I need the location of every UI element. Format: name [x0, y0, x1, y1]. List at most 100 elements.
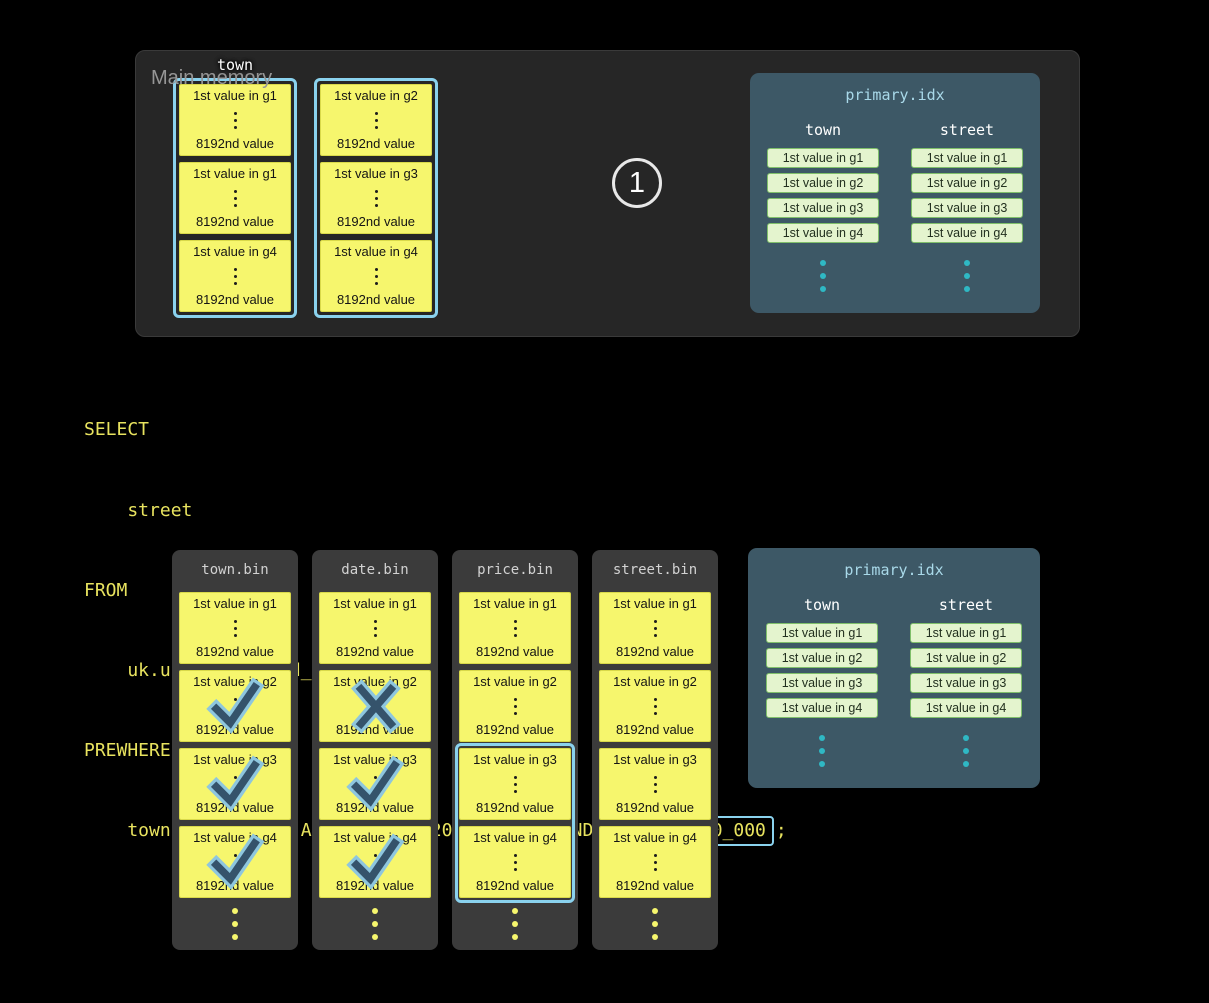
step-1-badge: 1 [612, 158, 662, 208]
granule-last-value: 8192nd value [335, 800, 415, 815]
check-mark-icon [346, 833, 405, 890]
index-entry-pill: 1st value in g3 [911, 198, 1023, 218]
granule-last-value: 8192nd value [475, 644, 555, 659]
check-mark-icon [346, 755, 405, 812]
granule-first-value: 1st value in g1 [333, 596, 417, 611]
file-name-label: town.bin [201, 562, 269, 578]
index-entry-pill: 1st value in g1 [911, 148, 1023, 168]
index-entry-pill: 1st value in g2 [911, 173, 1023, 193]
index-column-header: street [938, 596, 994, 614]
granule-block: 1st value in g2 8192nd value [320, 84, 432, 156]
granule-last-value: 8192nd value [195, 800, 275, 815]
ellipsis-dots-icon [653, 853, 657, 871]
index-entry-pill: 1st value in g4 [910, 698, 1022, 718]
granule-block: 1st value in g1 8192nd value [179, 84, 291, 156]
granule-first-value: 1st value in g2 [473, 674, 557, 689]
granule-first-value: 1st value in g1 [193, 166, 277, 181]
granule-block: 1st value in g1 8192nd value [599, 592, 711, 664]
file-name-label: date.bin [341, 562, 409, 578]
index-column-header: street [939, 121, 995, 139]
ellipsis-dots-icon [513, 619, 517, 637]
granule-last-value: 8192nd value [336, 136, 416, 151]
granule-first-value: 1st value in g1 [613, 596, 697, 611]
granule-last-value: 8192nd value [335, 644, 415, 659]
granule-first-value: 1st value in g4 [334, 244, 418, 259]
granule-last-value: 8192nd value [475, 878, 555, 893]
granule-first-value: 1st value in g4 [193, 244, 277, 259]
ellipsis-dots-icon [233, 267, 237, 285]
file-name-label: price.bin [477, 562, 553, 578]
ellipsis-dots-icon [513, 697, 517, 715]
ellipsis-dots-icon [513, 853, 517, 871]
granule-last-value: 8192nd value [615, 644, 695, 659]
granule-first-value: 1st value in g4 [473, 830, 557, 845]
granule-last-value: 8192nd value [336, 214, 416, 229]
index-entry-pill: 1st value in g3 [767, 198, 879, 218]
check-mark-icon [206, 677, 265, 734]
granule-last-value: 8192nd value [195, 644, 275, 659]
index-column-street: street 1st value in g1 1st value in g2 1st … [906, 596, 1026, 767]
index-column-town: town 1st value in g1 1st value in g2 1st va… [763, 121, 883, 292]
index-column-header: town [804, 121, 842, 139]
cross-mark-icon [351, 679, 401, 734]
granule-last-value: 8192nd value [195, 136, 275, 151]
granule-first-value: 1st value in g2 [334, 88, 418, 103]
file-name-label: street.bin [612, 562, 698, 578]
sql-line-from: FROM [84, 579, 128, 601]
index-entry-pill: 1st value in g2 [910, 648, 1022, 668]
index-entry-pill: 1st value in g3 [766, 673, 878, 693]
granule-first-value: 1st value in g2 [613, 674, 697, 689]
ellipsis-dots-icon [653, 697, 657, 715]
ellipsis-dots-icon [964, 260, 970, 292]
ellipsis-dots-icon [233, 619, 237, 637]
primary-idx-title: primary.idx [844, 561, 944, 579]
sql-semicolon: ; [775, 819, 787, 841]
check-mark-icon [206, 833, 265, 890]
main-memory-label: Main memory [151, 67, 273, 89]
ellipsis-dots-icon [373, 619, 377, 637]
ellipsis-dots-icon [374, 267, 378, 285]
granule-last-value: 8192nd value [615, 800, 695, 815]
granule-block: 1st value in g1 8192nd value [319, 592, 431, 664]
ellipsis-dots-icon [452, 908, 578, 940]
granule-last-value: 8192nd value [475, 800, 555, 815]
index-entry-pill: 1st value in g2 [767, 173, 879, 193]
index-entry-pill: 1st value in g1 [766, 623, 878, 643]
sql-line-prewhere: PREWHERE [84, 739, 171, 761]
memory-column-label: town [216, 56, 254, 74]
ellipsis-dots-icon [312, 908, 438, 940]
sql-line-select: SELECT [84, 419, 150, 441]
granule-last-value: 8192nd value [335, 878, 415, 893]
ellipsis-dots-icon [374, 111, 378, 129]
index-entry-pill: 1st value in g1 [910, 623, 1022, 643]
granule-block: 1st value in g1 8192nd value [179, 162, 291, 234]
sql-line-street: street [84, 499, 193, 521]
granule-last-value: 8192nd value [195, 722, 275, 737]
index-column-header: town [803, 596, 841, 614]
granule-last-value: 8192nd value [195, 214, 275, 229]
ellipsis-dots-icon [963, 735, 969, 767]
index-column-street: street 1st value in g1 1st value in g2 1st … [907, 121, 1027, 292]
granule-last-value: 8192nd value [615, 722, 695, 737]
index-entry-pill: 1st value in g1 [767, 148, 879, 168]
granule-block: 1st value in g2 8192nd value [599, 670, 711, 742]
granule-first-value: 1st value in g1 [193, 88, 277, 103]
granule-first-value: 1st value in g3 [613, 752, 697, 767]
